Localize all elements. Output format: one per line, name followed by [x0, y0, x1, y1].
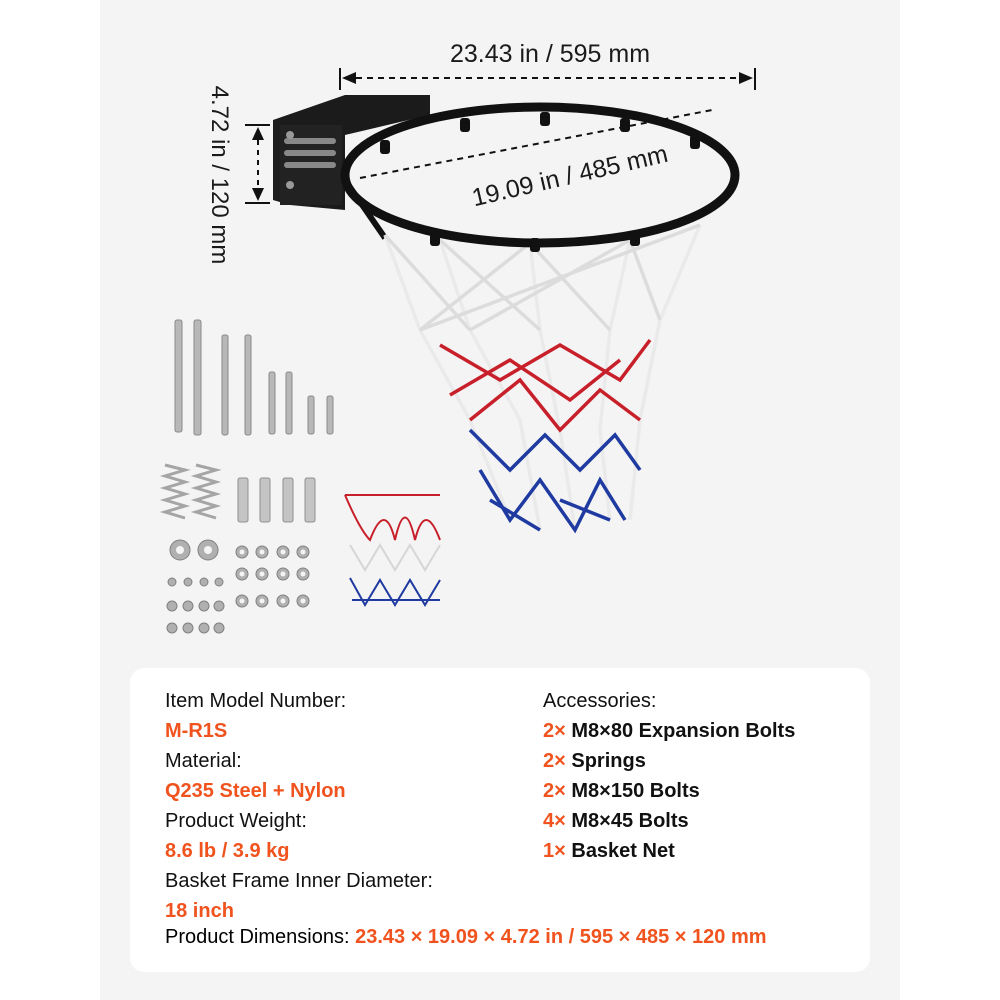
accessory-item: 2× Springs [543, 746, 795, 776]
left-margin [0, 0, 100, 1000]
accessory-qty: 2× [543, 750, 566, 772]
width-dimension-label: 23.43 in / 595 mm [449, 40, 651, 68]
diameter-value: 18 inch [165, 900, 234, 922]
accessory-name: Springs [571, 750, 646, 772]
accessory-item: 4× M8×45 Bolts [543, 806, 795, 836]
basket-net [383, 223, 702, 534]
material-label: Material: [165, 750, 242, 772]
right-margin [900, 0, 1000, 1000]
accessory-item: 2× M8×150 Bolts [543, 776, 795, 806]
height-dimension-line [245, 124, 270, 204]
width-dimension-line [339, 68, 756, 90]
accessory-name: M8×45 Bolts [571, 810, 689, 832]
product-dimensions-label: Product Dimensions: [165, 926, 350, 948]
model-value: M-R1S [165, 720, 228, 742]
accessories-title: Accessories: [543, 690, 657, 712]
accessory-qty: 2× [543, 780, 566, 802]
product-dimensions-value: 23.43 × 19.09 × 4.72 in / 595 × 485 × 12… [355, 926, 767, 948]
accessory-qty: 2× [543, 720, 566, 742]
spare-net [344, 494, 441, 607]
spring-set [159, 463, 222, 520]
accessory-qty: 4× [543, 810, 566, 832]
spec-column: Item Model Number: M-R1S Material: Q235 … [165, 686, 433, 926]
expansion-sleeves [237, 477, 316, 523]
material-value: Q235 Steel + Nylon [165, 780, 346, 802]
weight-value: 8.6 lb / 3.9 kg [165, 840, 290, 862]
product-dimensions-row: Product Dimensions: 23.43 × 19.09 × 4.72… [165, 926, 767, 949]
model-label: Item Model Number: [165, 690, 347, 712]
accessory-item: 2× M8×80 Expansion Bolts [543, 716, 795, 746]
accessories-column: Accessories: 2× M8×80 Expansion Bolts 2×… [543, 686, 795, 866]
accessory-item: 1× Basket Net [543, 836, 795, 866]
bolt-set [174, 319, 334, 436]
spec-card [130, 668, 870, 972]
washer-set [166, 539, 310, 634]
accessory-name: M8×150 Bolts [571, 780, 700, 802]
accessory-name: M8×80 Expansion Bolts [571, 720, 796, 742]
height-dimension-label: 4.72 in / 120 mm [206, 85, 233, 265]
product-illustration [159, 68, 756, 634]
diameter-label: Basket Frame Inner Diameter: [165, 870, 433, 892]
rim [340, 102, 740, 252]
mounting-bracket [273, 95, 430, 240]
accessory-name: Basket Net [565, 840, 675, 862]
accessory-qty: 1× [543, 840, 566, 862]
weight-label: Product Weight: [165, 810, 307, 832]
